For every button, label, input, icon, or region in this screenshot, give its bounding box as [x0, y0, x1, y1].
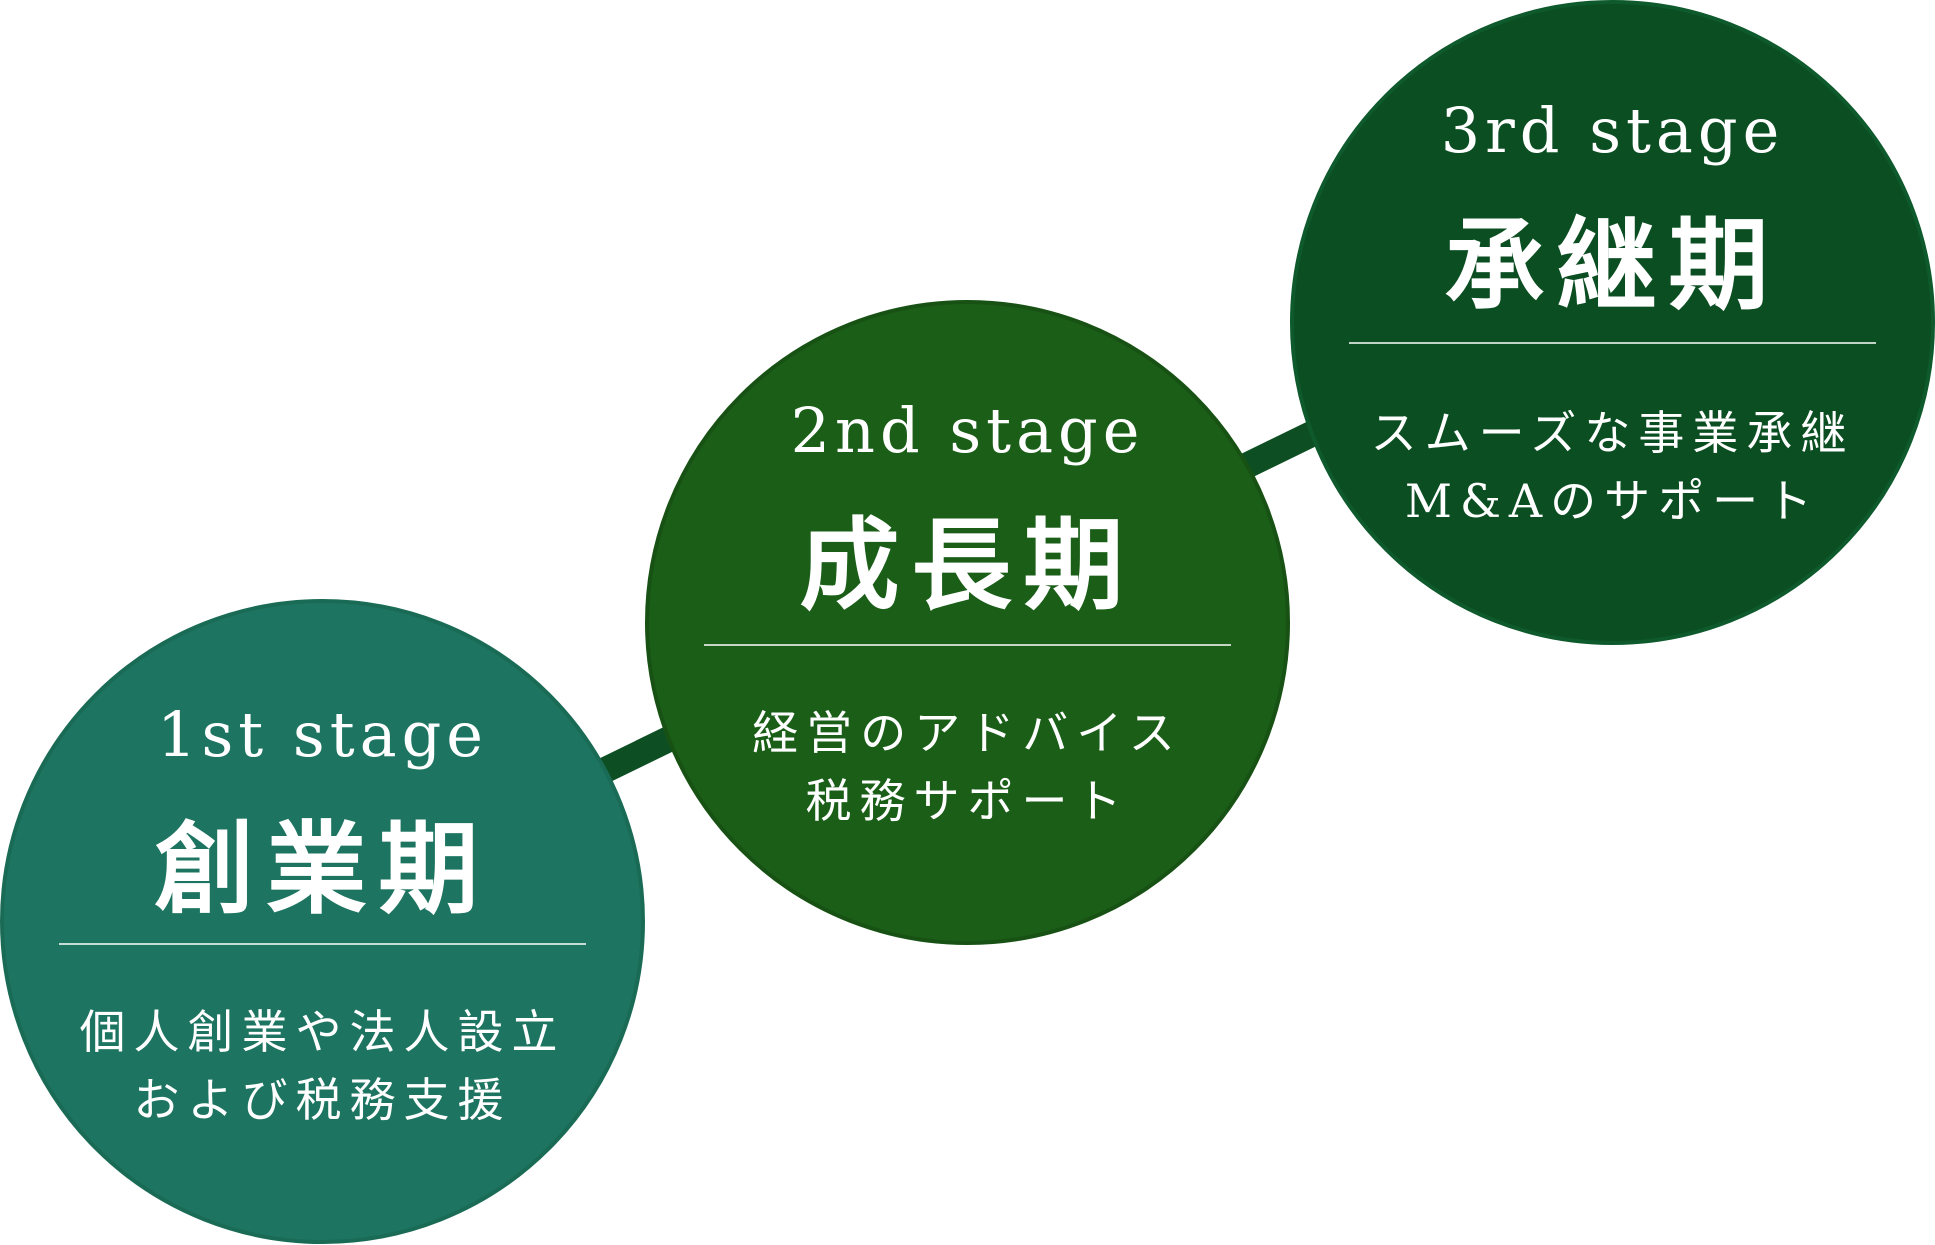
- stage-label: 1st stage: [157, 698, 488, 771]
- stage-name: 成長期: [799, 506, 1136, 624]
- stage-label: 2nd stage: [790, 394, 1145, 467]
- stage-description-line: M&Aのサポート: [1404, 474, 1821, 528]
- stage-description-line: 税務サポート: [805, 774, 1130, 828]
- stage-description-line: および税務支援: [133, 1073, 512, 1127]
- stage-description-line: 経営のアドバイス: [752, 706, 1183, 760]
- stage-name: 創業期: [154, 810, 491, 928]
- stage-circle-1: 1st stage 創業期 個人創業や法人設立 および税務支援: [0, 599, 645, 1244]
- stage-circle-3: 3rd stage 承継期 スムーズな事業承継 M&Aのサポート: [1290, 0, 1935, 645]
- stage-description: 経営のアドバイス 税務サポート: [649, 699, 1286, 835]
- stage-description: スムーズな事業承継 M&Aのサポート: [1294, 399, 1931, 535]
- stage-divider: [59, 943, 586, 945]
- stage-divider: [704, 644, 1231, 646]
- stage-description-line: 個人創業や法人設立: [79, 1005, 566, 1059]
- stage-divider: [1349, 342, 1876, 344]
- stage-description: 個人創業や法人設立 および税務支援: [4, 998, 641, 1134]
- stage-label: 3rd stage: [1440, 94, 1785, 167]
- stage-description-line: スムーズな事業承継: [1370, 406, 1855, 460]
- stage-name: 承継期: [1444, 206, 1781, 324]
- stage-circle-2: 2nd stage 成長期 経営のアドバイス 税務サポート: [645, 300, 1290, 945]
